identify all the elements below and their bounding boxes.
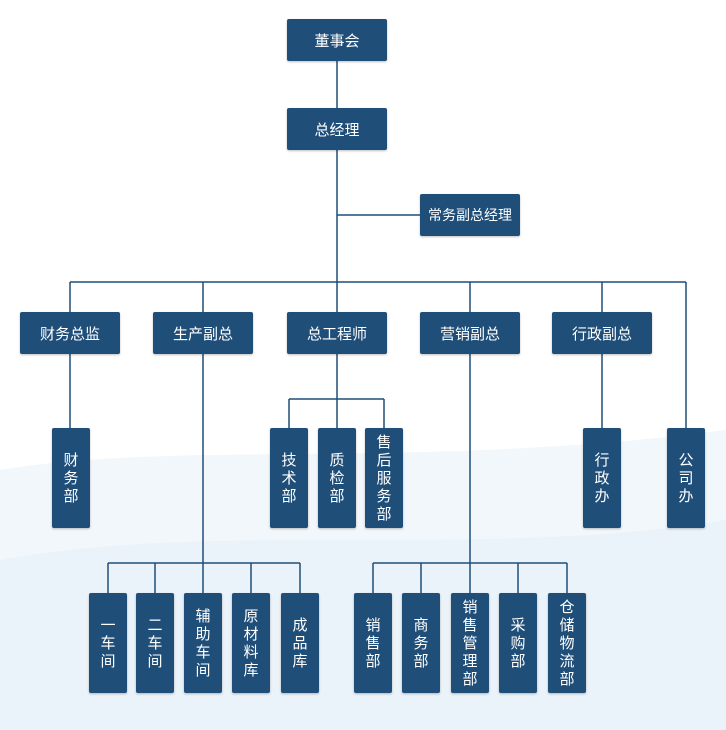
finance-dept-node: 财务部 [52, 428, 90, 528]
tech-dept-node: 技术部 [270, 428, 308, 528]
workshop2-node: 二车间 [136, 593, 174, 693]
chief-engineer-label: 总工程师 [306, 324, 367, 343]
company-office-node: 公司办 [667, 428, 705, 528]
admin-vp-node: 行政副总 [552, 312, 652, 354]
workshop2-label: 二车间 [147, 616, 163, 670]
purchasing-dept-label: 采购部 [510, 616, 526, 670]
executive-deputy-node: 常务副总经理 [420, 194, 520, 236]
marketing-vp-label: 营销副总 [439, 324, 500, 343]
finance-director-label: 财务总监 [39, 324, 100, 343]
aux-workshop-node: 辅助车间 [184, 593, 222, 693]
raw-material-label: 原材料库 [243, 607, 259, 679]
board-node: 董事会 [287, 19, 387, 61]
company-office-label: 公司办 [678, 451, 694, 505]
sales-mgmt-dept-node: 销售管理部 [451, 593, 489, 693]
aux-workshop-label: 辅助车间 [195, 607, 211, 679]
finance-director-node: 财务总监 [20, 312, 120, 354]
tech-dept-label: 技术部 [281, 451, 297, 505]
after-sales-dept-label: 售后服务部 [376, 433, 392, 523]
workshop1-label: 一车间 [100, 616, 116, 670]
general-manager-node: 总经理 [287, 108, 387, 150]
warehouse-dept-label: 仓储物流部 [559, 598, 575, 688]
production-vp-label: 生产副总 [172, 324, 233, 343]
finished-goods-label: 成品库 [292, 616, 308, 670]
business-dept-label: 商务部 [413, 616, 429, 670]
admin-office-node: 行政办 [583, 428, 621, 528]
executive-deputy-label: 常务副总经理 [428, 208, 512, 224]
warehouse-dept-node: 仓储物流部 [548, 593, 586, 693]
quality-dept-node: 质检部 [318, 428, 356, 528]
admin-vp-label: 行政副总 [571, 324, 632, 343]
general-manager-label: 总经理 [314, 120, 360, 139]
finance-dept-label: 财务部 [63, 451, 79, 505]
raw-material-node: 原材料库 [232, 593, 270, 693]
sales-dept-label: 销售部 [365, 616, 381, 670]
admin-office-label: 行政办 [594, 451, 610, 505]
production-vp-node: 生产副总 [153, 312, 253, 354]
finished-goods-node: 成品库 [281, 593, 319, 693]
board-label: 董事会 [314, 31, 360, 50]
chief-engineer-node: 总工程师 [287, 312, 387, 354]
sales-dept-node: 销售部 [354, 593, 392, 693]
quality-dept-label: 质检部 [329, 451, 345, 505]
sales-mgmt-dept-label: 销售管理部 [462, 598, 478, 688]
purchasing-dept-node: 采购部 [499, 593, 537, 693]
business-dept-node: 商务部 [402, 593, 440, 693]
after-sales-dept-node: 售后服务部 [365, 428, 403, 528]
marketing-vp-node: 营销副总 [420, 312, 520, 354]
workshop1-node: 一车间 [89, 593, 127, 693]
